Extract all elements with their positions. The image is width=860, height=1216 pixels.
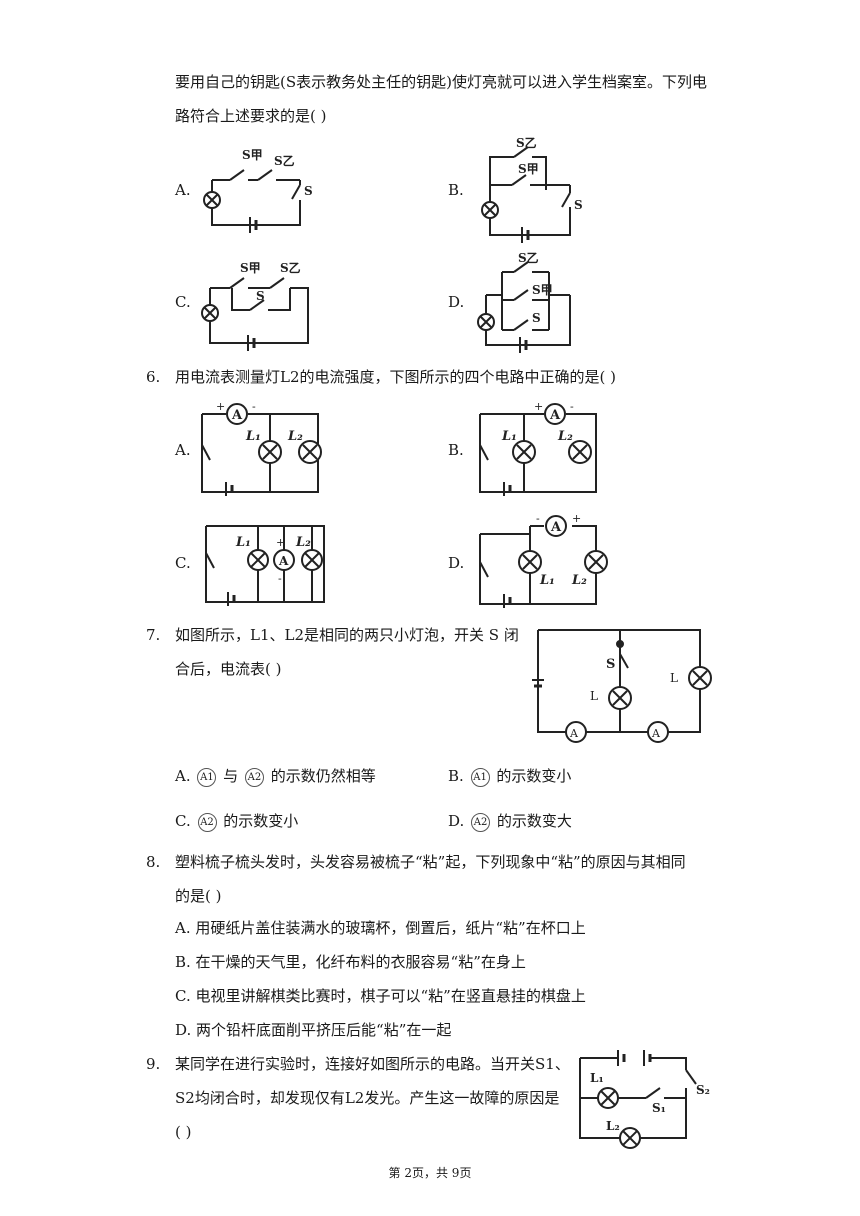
svg-text:A: A <box>550 520 562 535</box>
q7-number: 7. <box>146 626 161 644</box>
q5-stem-line2: 路符合上述要求的是( ) <box>175 107 327 125</box>
q6-stem: 用电流表测量灯L2的电流强度，下图所示的四个电路中正确的是( ) <box>175 368 616 386</box>
svg-text:S甲: S甲 <box>240 261 261 275</box>
svg-text:S乙: S乙 <box>280 261 301 275</box>
svg-text:-: - <box>570 400 574 413</box>
svg-text:S甲: S甲 <box>532 283 553 297</box>
q5-option-c-label[interactable]: C. <box>175 293 191 311</box>
ammeter-a1-icon: A1 <box>197 767 217 787</box>
svg-text:L₁: L₁ <box>501 429 517 444</box>
q8-option-c[interactable]: C. 电视里讲解棋类比赛时，棋子可以“粘”在竖直悬挂的棋盘上 <box>175 987 586 1005</box>
svg-text:S乙: S乙 <box>516 136 537 150</box>
svg-text:A: A <box>278 554 289 568</box>
ammeter-a1-icon: A1 <box>470 767 490 787</box>
svg-text:+: + <box>276 536 285 549</box>
q5-circuit-a-figure: S甲 S乙 S <box>200 145 320 235</box>
q9-circuit-figure: L₁ S₁ S₂ L₂ <box>574 1044 714 1152</box>
q7-option-c-label: C. <box>175 812 191 830</box>
q8-option-a[interactable]: A. 用硬纸片盖住装满水的玻璃杯，倒置后，纸片“粘”在杯口上 <box>175 919 586 937</box>
svg-text:L₂: L₂ <box>606 1119 620 1133</box>
q5-option-d-label[interactable]: D. <box>448 293 465 311</box>
svg-text:S₁: S₁ <box>652 1101 666 1115</box>
q7-option-a[interactable]: A. A1 与 A2 的示数仍然相等 <box>175 767 376 787</box>
q8-option-b[interactable]: B. 在干燥的天气里，化纤布料的衣服容易“粘”在身上 <box>175 953 526 971</box>
q8-option-d[interactable]: D. 两个铅杆底面削平挤压后能“粘”在一起 <box>175 1021 452 1039</box>
ammeter-a2-icon: A2 <box>197 812 217 832</box>
q6-circuit-a-figure: A + - L₁ L₂ <box>196 400 326 496</box>
svg-text:S: S <box>304 184 313 198</box>
q6-number: 6. <box>146 368 161 386</box>
svg-text:-: - <box>278 572 282 585</box>
q5-stem-line1: 要用自己的钥匙(S表示教务处主任的钥匙)使灯亮就可以进入学生档案室。下列电 <box>175 73 707 91</box>
ammeter-a2-icon: A2 <box>244 767 264 787</box>
q6-circuit-d-figure: A - + L₁ L₂ <box>474 512 614 608</box>
q7-option-d[interactable]: D. A2 的示数变大 <box>448 812 572 832</box>
svg-text:L₂: L₂ <box>557 429 573 444</box>
svg-text:S: S <box>256 289 265 303</box>
svg-text:+: + <box>216 400 225 413</box>
svg-text:S: S <box>574 198 583 212</box>
q5-circuit-b-figure: S乙 S甲 S <box>474 135 594 245</box>
svg-text:+: + <box>572 512 581 525</box>
svg-text:L₁: L₁ <box>590 1071 604 1085</box>
q5-option-b-label[interactable]: B. <box>448 181 464 199</box>
svg-text:A: A <box>231 408 243 423</box>
svg-text:L: L <box>590 689 598 703</box>
q6-circuit-c-figure: A L₁ L₂ + - <box>200 518 330 608</box>
page-footer: 第 2页，共 9页 <box>388 1166 472 1180</box>
svg-text:S乙: S乙 <box>518 251 539 265</box>
q5-circuit-c-figure: S甲 S乙 S <box>198 258 318 358</box>
q8-number: 8. <box>146 853 161 871</box>
q7-option-a-label: A. <box>175 767 191 785</box>
svg-text:S乙: S乙 <box>274 154 295 168</box>
svg-text:-: - <box>536 512 540 525</box>
q9-stem-line1: 某同学在进行实验时，连接好如图所示的电路。当开关S1、 <box>175 1055 570 1073</box>
svg-text:A: A <box>569 727 579 740</box>
q7-option-d-label: D. <box>448 812 465 830</box>
svg-text:L₁: L₁ <box>539 573 555 588</box>
q9-stem-line3: ( ) <box>175 1123 192 1141</box>
svg-text:A: A <box>651 727 661 740</box>
svg-text:L₂: L₂ <box>571 573 587 588</box>
q5-option-a-label[interactable]: A. <box>175 181 191 199</box>
svg-text:A: A <box>549 408 561 423</box>
q7-option-c[interactable]: C. A2 的示数变小 <box>175 812 299 832</box>
svg-text:L: L <box>670 671 678 685</box>
svg-text:S: S <box>606 657 615 672</box>
q7-option-b-label: B. <box>448 767 464 785</box>
q7-stem-line1: 如图所示，L1、L2是相同的两只小灯泡，开关 S 闭 <box>175 626 519 644</box>
q6-option-b-label[interactable]: B. <box>448 441 464 459</box>
q8-stem-line1: 塑料梳子梳头发时，头发容易被梳子“粘”起，下列现象中“粘”的原因与其相同 <box>175 853 686 871</box>
q9-stem-line2: S2均闭合时，却发现仅有L2发光。产生这一故障的原因是 <box>175 1089 560 1107</box>
svg-text:L₂: L₂ <box>287 429 303 444</box>
q6-option-d-label[interactable]: D. <box>448 554 465 572</box>
svg-text:S甲: S甲 <box>242 148 263 162</box>
q5-circuit-d-figure: S乙 S甲 S <box>474 250 584 355</box>
svg-text:L₁: L₁ <box>235 535 251 550</box>
svg-text:L₂: L₂ <box>295 535 311 550</box>
ammeter-a2-icon: A2 <box>471 812 491 832</box>
svg-text:+: + <box>534 400 543 413</box>
q9-number: 9. <box>146 1055 161 1073</box>
q8-stem-line2: 的是( ) <box>175 887 222 905</box>
q6-option-a-label[interactable]: A. <box>175 441 191 459</box>
svg-text:L₁: L₁ <box>245 429 261 444</box>
q7-circuit-figure: A A S L L <box>524 620 716 744</box>
svg-text:S甲: S甲 <box>518 162 539 176</box>
q6-option-c-label[interactable]: C. <box>175 554 191 572</box>
svg-text:-: - <box>252 400 256 413</box>
svg-text:S₂: S₂ <box>696 1083 710 1097</box>
svg-text:S: S <box>532 311 541 325</box>
q7-stem-line2: 合后，电流表( ) <box>175 660 282 678</box>
q6-circuit-b-figure: A + - L₁ L₂ <box>474 400 604 496</box>
q7-option-b[interactable]: B. A1 的示数变小 <box>448 767 572 787</box>
